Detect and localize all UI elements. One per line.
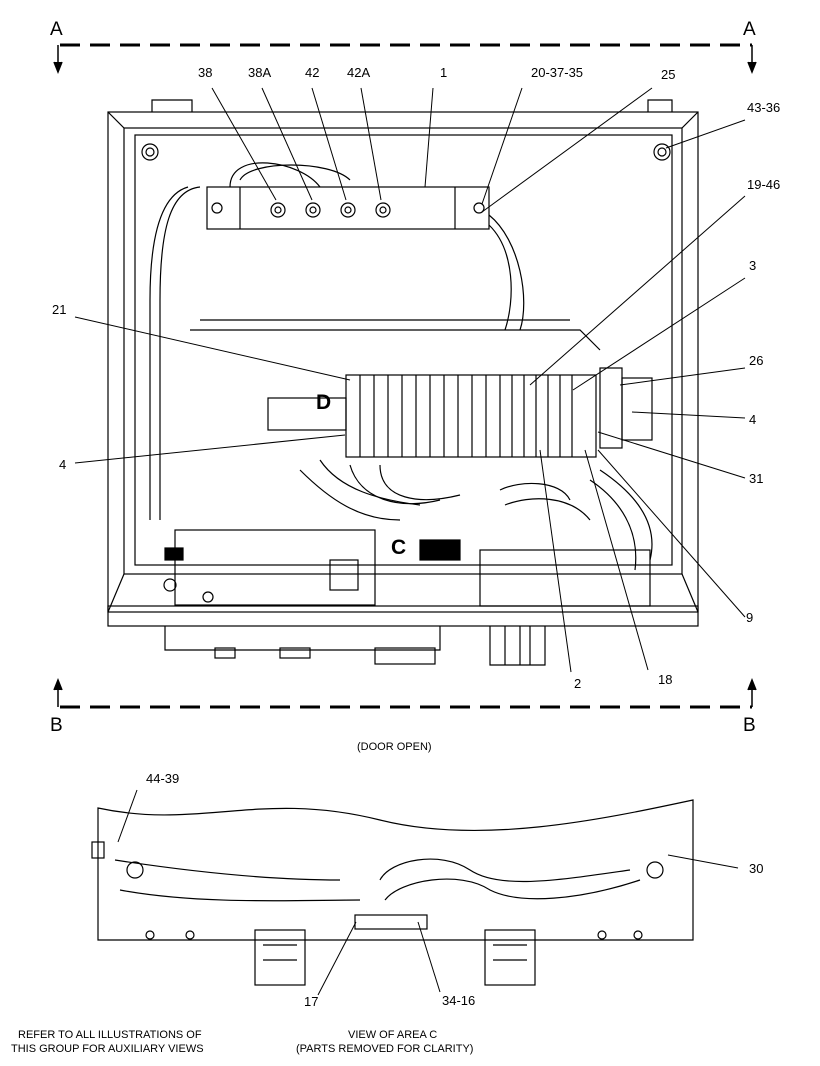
callout-31: 31 bbox=[749, 471, 764, 486]
area-c-view bbox=[91, 799, 694, 986]
caption-door-open: (DOOR OPEN) bbox=[357, 741, 432, 753]
callout-17: 17 bbox=[304, 994, 319, 1009]
callout-19-46: 19-46 bbox=[747, 177, 781, 192]
section-marker-a-right: A bbox=[743, 19, 756, 40]
section-marker-b-right: B bbox=[743, 715, 756, 736]
callout-44-39: 44-39 bbox=[146, 771, 180, 786]
area-label-c: C bbox=[391, 536, 407, 559]
callout-43-36: 43-36 bbox=[747, 100, 781, 115]
bus-bar bbox=[206, 186, 490, 230]
caption-view-line2: (PARTS REMOVED FOR CLARITY) bbox=[296, 1043, 474, 1055]
callout-21: 21 bbox=[52, 302, 67, 317]
caption-view-line1: VIEW OF AREA C bbox=[348, 1029, 438, 1041]
caption-refer-line2: THIS GROUP FOR AUXILIARY VIEWS bbox=[11, 1043, 204, 1055]
callout-18: 18 bbox=[658, 672, 673, 687]
callout-42: 42 bbox=[305, 65, 320, 80]
callout-34-16: 34-16 bbox=[442, 993, 476, 1008]
caption-refer-line1: REFER TO ALL ILLUSTRATIONS OF bbox=[18, 1029, 202, 1041]
callout-20-37-35: 20-37-35 bbox=[531, 65, 584, 80]
callout-42a: 42A bbox=[347, 65, 371, 80]
cabinet-enclosure bbox=[107, 99, 699, 666]
callout-38a: 38A bbox=[248, 65, 272, 80]
callout-30: 30 bbox=[749, 861, 764, 876]
callout-3: 3 bbox=[749, 258, 757, 273]
callout-38: 38 bbox=[198, 65, 213, 80]
callout-9: 9 bbox=[746, 610, 754, 625]
callout-4-right: 4 bbox=[749, 412, 757, 427]
callout-26: 26 bbox=[749, 353, 764, 368]
area-label-d: D bbox=[316, 391, 332, 414]
callout-25: 25 bbox=[661, 67, 676, 82]
terminal-block-rail bbox=[267, 367, 653, 458]
section-marker-b-left: B bbox=[50, 715, 63, 736]
section-marker-a-left: A bbox=[50, 19, 63, 40]
callout-1: 1 bbox=[440, 65, 448, 80]
section-arrows bbox=[53, 45, 757, 707]
leader-lines bbox=[74, 87, 746, 996]
wire-harness bbox=[149, 162, 653, 571]
callout-2: 2 bbox=[574, 676, 582, 691]
callout-4-left: 4 bbox=[59, 457, 67, 472]
lower-components bbox=[163, 529, 651, 607]
